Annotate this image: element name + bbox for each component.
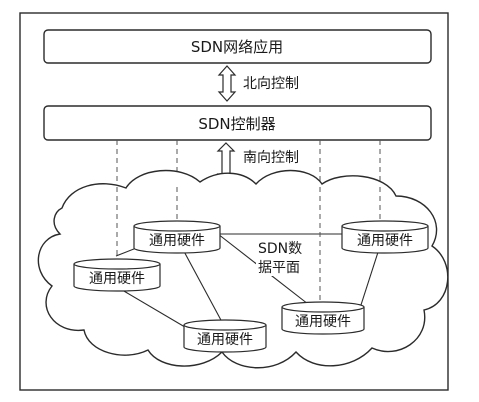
- device-label: 通用硬件: [89, 271, 145, 287]
- southbound-label: 南向控制: [243, 150, 299, 166]
- data-plane-links: [111, 233, 381, 331]
- application-layer-box: [43, 29, 432, 64]
- device-cylinder: 通用硬件: [73, 258, 161, 292]
- northbound-label: 北向控制: [243, 76, 299, 92]
- device-cylinder: 通用硬件: [183, 319, 267, 353]
- data-plane-label-bg: [256, 236, 318, 276]
- data-plane-label-line1: SDN数: [258, 241, 302, 257]
- device-cylinder: 通用硬件: [281, 301, 365, 335]
- application-layer-label: SDN网络应用: [191, 38, 283, 56]
- controller-label: SDN控制器: [198, 115, 275, 133]
- data-plane-label-line2: 据平面: [258, 260, 300, 276]
- northbound-arrow: [217, 65, 237, 102]
- device-cylinder: 通用硬件: [133, 220, 221, 254]
- device-cylinder: 通用硬件: [341, 220, 429, 254]
- controller-box: [43, 105, 432, 141]
- device-label: 通用硬件: [295, 314, 351, 330]
- device-label: 通用硬件: [357, 233, 413, 249]
- internal-dashed-lines: [116, 187, 381, 302]
- device-label: 通用硬件: [149, 233, 205, 249]
- device-label: 通用硬件: [197, 332, 253, 348]
- outer-frame: [19, 12, 449, 391]
